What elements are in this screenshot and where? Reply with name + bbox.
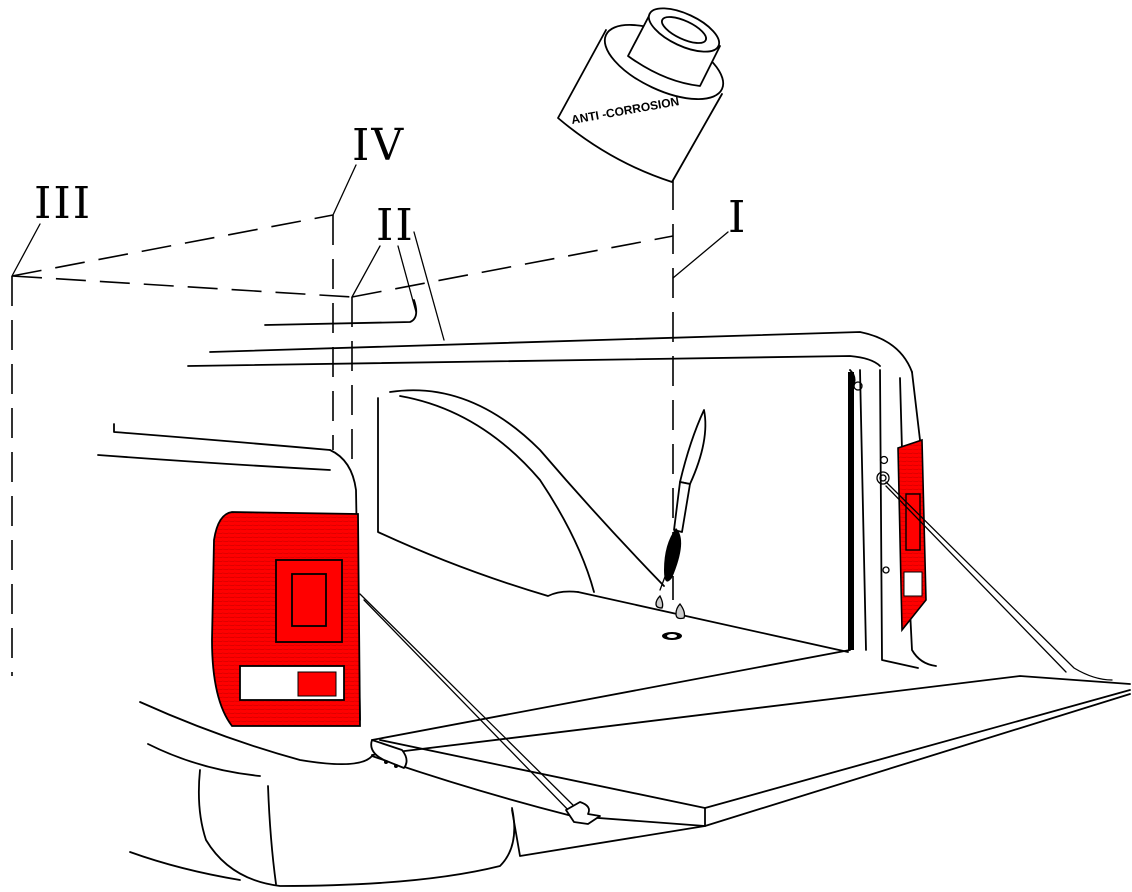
brush-handle bbox=[679, 409, 707, 485]
leader-ii-middle bbox=[397, 245, 417, 313]
callout-i: I bbox=[728, 192, 747, 243]
leader-i bbox=[672, 231, 729, 279]
leader-iii bbox=[11, 223, 41, 277]
bumper-middle bbox=[147, 743, 261, 777]
right-post-curl bbox=[849, 369, 856, 389]
bumper-lower bbox=[129, 851, 241, 881]
paint-brush bbox=[655, 409, 707, 640]
bumper-top bbox=[139, 701, 373, 766]
left-cable-2 bbox=[363, 599, 575, 817]
right-post-inner bbox=[879, 369, 919, 669]
left-side-panel bbox=[329, 449, 361, 721]
right-cable bbox=[885, 481, 1113, 681]
bumper-step bbox=[511, 809, 706, 857]
bumper-inner bbox=[267, 785, 277, 885]
dash-line-iii-to-iv bbox=[11, 214, 334, 277]
left-rail-lower bbox=[97, 454, 331, 471]
right-tail-lamp bbox=[853, 381, 927, 633]
right-post-edge bbox=[899, 377, 937, 667]
left-tail-lamp bbox=[211, 511, 361, 727]
dash-line-ii-to-i bbox=[351, 235, 674, 298]
droplet-1 bbox=[655, 594, 664, 609]
wheel-well-front bbox=[377, 397, 579, 597]
wheel-well-arc-outer bbox=[389, 389, 665, 587]
anti-corrosion-can: ANTI -CORROSION bbox=[557, 7, 725, 183]
bed-floor-front-edge bbox=[577, 591, 849, 653]
callout-ii: II bbox=[376, 200, 415, 251]
front-rail-upper bbox=[209, 331, 913, 373]
leader-iv bbox=[332, 164, 357, 216]
tailgate-top-back bbox=[371, 649, 851, 741]
right-post-seal bbox=[848, 372, 854, 650]
tailgate-top-front bbox=[371, 675, 1131, 756]
right-cable-2 bbox=[885, 485, 1067, 673]
reference-lines bbox=[11, 180, 674, 676]
callout-iii: III bbox=[34, 178, 92, 229]
front-rail-lower bbox=[187, 355, 881, 367]
left-cable bbox=[359, 593, 581, 813]
leader-lines bbox=[11, 164, 729, 341]
left-rail-top bbox=[113, 423, 331, 451]
tailgate-cables bbox=[359, 481, 1113, 825]
callout-iv: IV bbox=[352, 120, 405, 171]
truck-bed-body bbox=[97, 299, 1131, 887]
leader-ii-right bbox=[413, 231, 445, 341]
bumper-front bbox=[197, 769, 516, 887]
droplet-2 bbox=[675, 603, 686, 620]
dash-line-iii-to-ii bbox=[11, 275, 353, 298]
left-cable-hook bbox=[565, 801, 601, 825]
brush-bristles bbox=[664, 528, 682, 582]
tailgate-hinge bbox=[370, 739, 408, 769]
right-rail-extension bbox=[911, 371, 921, 441]
tailgate-bottom bbox=[371, 693, 1131, 827]
brush-ferrule bbox=[673, 481, 691, 533]
right-post-outer bbox=[859, 369, 867, 651]
clip-line bbox=[264, 299, 418, 326]
leader-ii-left bbox=[351, 245, 381, 298]
wheel-well-arc-inner bbox=[399, 395, 595, 593]
